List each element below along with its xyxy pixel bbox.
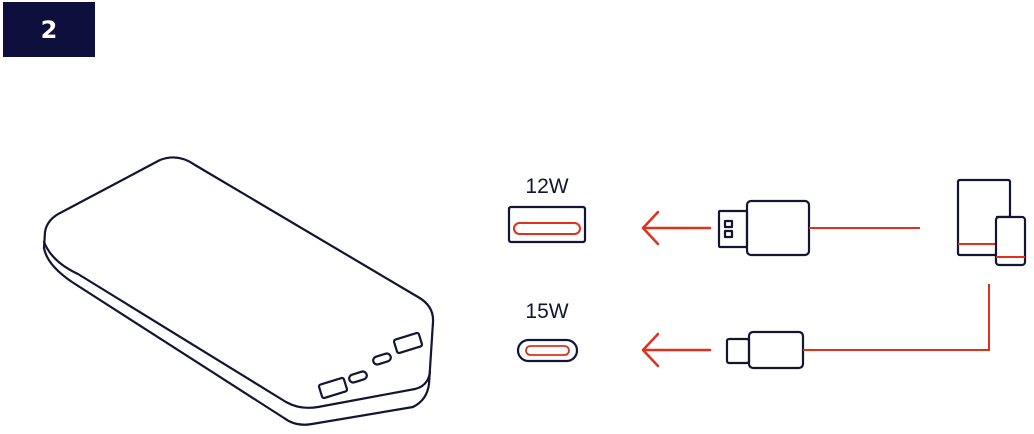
usb-c-plug-icon <box>725 330 805 370</box>
arrow-left-icon <box>641 210 712 246</box>
usb-c-port-symbol <box>516 338 579 363</box>
usb-a-plug-icon <box>717 199 811 257</box>
cable-line <box>803 227 990 351</box>
usb-a-port-symbol <box>507 205 587 244</box>
usb-a-port-icon <box>317 331 424 400</box>
usb-c-power-label: 15W <box>525 300 568 323</box>
step-number-badge: 2 <box>3 2 95 57</box>
devices-icon <box>956 178 1027 267</box>
arrow-left-icon <box>641 332 712 368</box>
power-bank-icon <box>42 156 435 426</box>
usb-c-port-icon <box>348 352 392 384</box>
usb-a-power-label: 12W <box>525 175 568 198</box>
